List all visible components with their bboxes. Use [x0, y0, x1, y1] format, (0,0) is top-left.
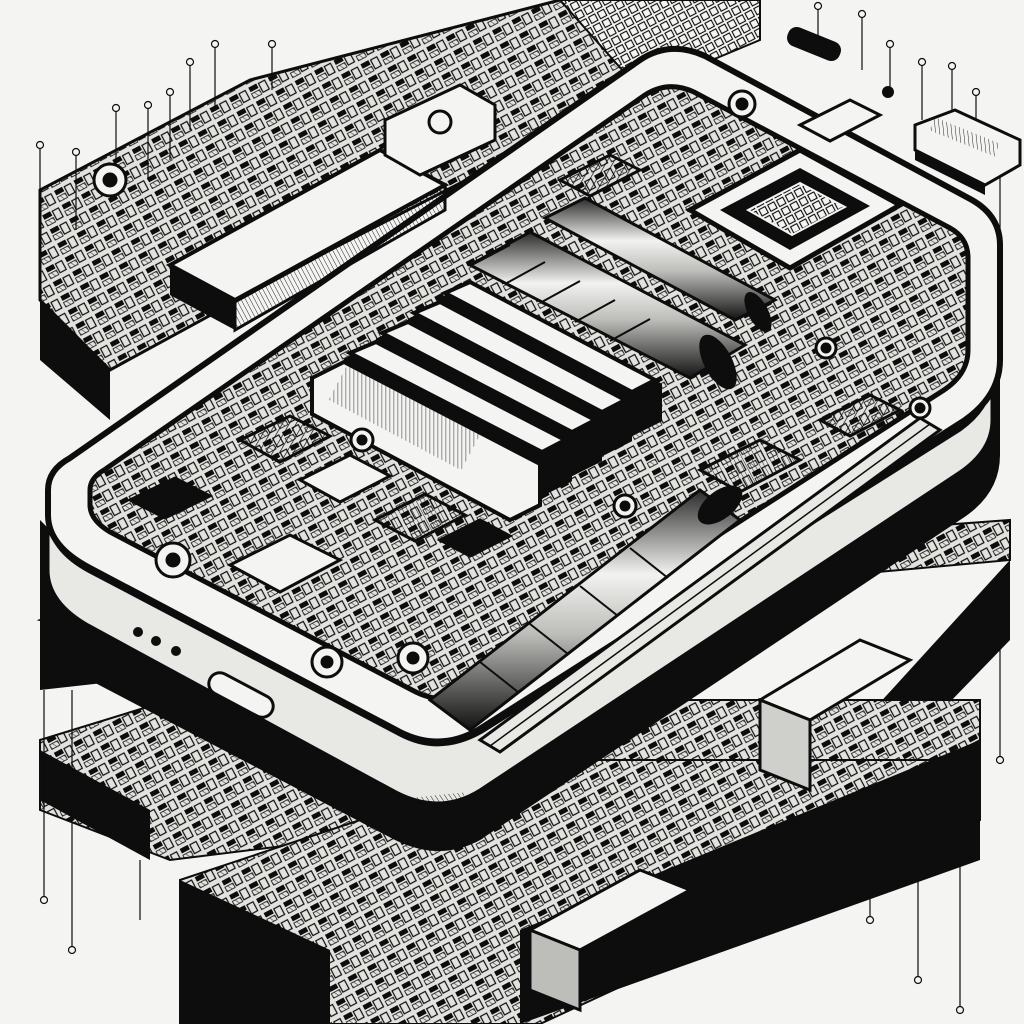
battery-cells [310, 279, 662, 523]
logic-board-chips [126, 98, 904, 594]
screws [92, 89, 932, 679]
side-rod [477, 416, 943, 754]
top-cylinder [541, 196, 779, 332]
usb-port [207, 671, 275, 719]
phone-internals [92, 83, 943, 754]
lower-cylinder [427, 485, 743, 732]
floating-connector [913, 108, 1022, 195]
storage-slab [165, 83, 497, 333]
camera-module [684, 147, 906, 271]
upper-cylinder [466, 230, 749, 390]
floating-capsule [787, 26, 894, 98]
